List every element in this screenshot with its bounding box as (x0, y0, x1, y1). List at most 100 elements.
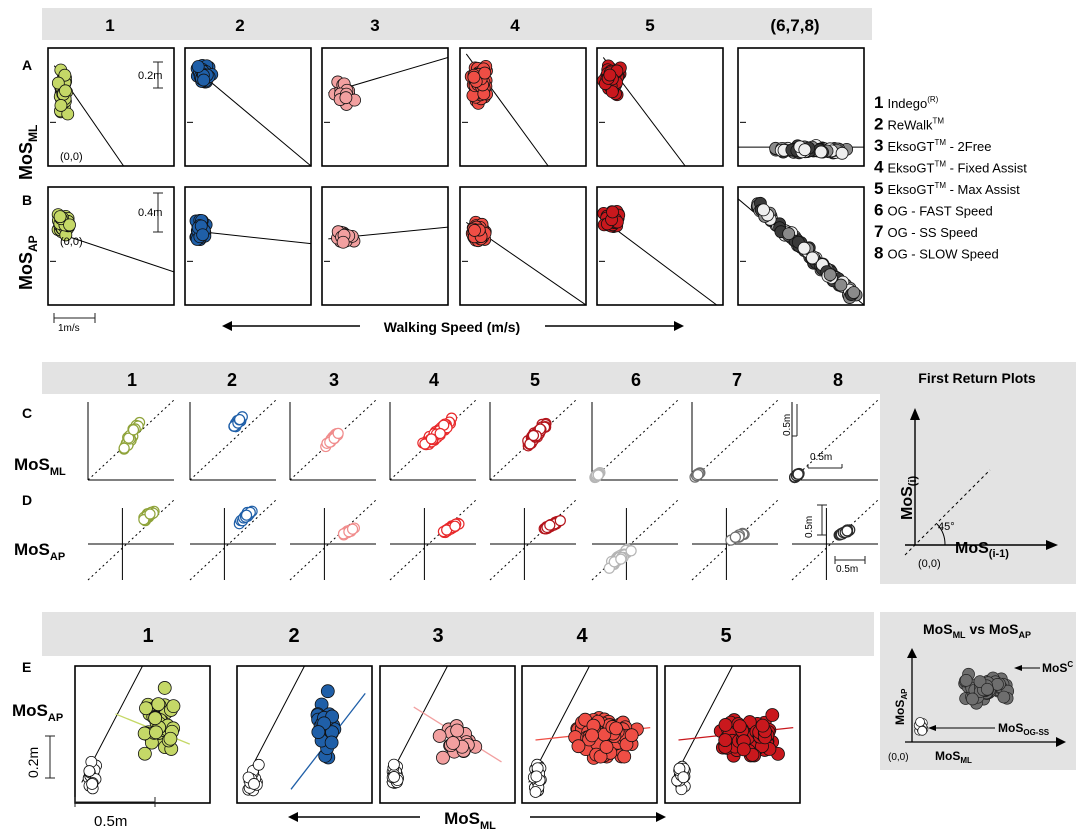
row-label-a: MoSML (16, 125, 40, 180)
inset-point-og (917, 725, 928, 736)
walking-speed-label: Walking Speed (m/s) (384, 319, 520, 335)
top-header-3: 3 (370, 16, 379, 35)
panel-b-3 (321, 186, 449, 306)
point-og (86, 778, 98, 790)
point (324, 735, 339, 750)
point (692, 469, 704, 481)
panel-d-5 (489, 499, 577, 581)
schematic-panel-bg (880, 362, 1076, 584)
mid-header-8: 8 (833, 370, 843, 390)
scale-bar-e: 0.2m 0.5m (25, 735, 156, 830)
panel-e-1 (74, 665, 211, 804)
point (118, 442, 130, 454)
point (797, 241, 811, 255)
panel-d-6 (591, 499, 679, 581)
point-og (388, 758, 400, 771)
point (544, 519, 556, 531)
panel-c-8 (788, 399, 879, 484)
mid-header-5: 5 (530, 370, 540, 390)
point (554, 515, 566, 527)
bot-header-5: 5 (720, 625, 731, 647)
point-og (529, 786, 542, 798)
point (240, 509, 253, 521)
panel-d-3 (289, 499, 377, 581)
inset-xlabel: MoSML (935, 749, 972, 765)
top-header-6: (6,7,8) (770, 16, 819, 35)
point (782, 227, 796, 241)
point (835, 146, 849, 160)
panel-b-1 (47, 186, 175, 306)
inset-ylabel: MoSAP (893, 688, 909, 725)
point (127, 424, 140, 436)
point (148, 711, 163, 726)
inset-origin: (0,0) (888, 752, 909, 763)
top-header-4: 4 (510, 16, 520, 35)
point (765, 708, 780, 722)
point (606, 205, 619, 219)
mid-header-2: 2 (227, 370, 237, 390)
point (450, 723, 465, 738)
point (718, 718, 733, 732)
point (624, 728, 639, 743)
point (599, 740, 614, 754)
bot-header-4: 4 (576, 625, 588, 647)
point (151, 697, 166, 712)
point (615, 553, 627, 565)
point (61, 107, 75, 121)
inset-point-c (980, 682, 994, 696)
panel-b-6 (737, 186, 865, 306)
mid-header-3: 3 (329, 370, 339, 390)
row-letter-b: B (22, 192, 32, 208)
point (732, 719, 747, 734)
point (736, 742, 751, 757)
point (53, 210, 67, 224)
panel-e-3 (379, 665, 516, 804)
panel-b-4 (459, 186, 587, 306)
point (729, 531, 741, 543)
panel-c-7 (689, 399, 779, 483)
point (54, 99, 68, 112)
inset-mos-c-label: MoSC (1042, 660, 1073, 675)
point (320, 684, 335, 699)
point-og (530, 770, 543, 783)
panel-c-4 (389, 399, 477, 481)
trend-line (603, 219, 717, 305)
point (123, 432, 135, 444)
point (346, 523, 359, 535)
panel-d-8 (791, 499, 879, 581)
point (234, 413, 246, 426)
point (847, 286, 861, 299)
panel-a-4 (459, 47, 587, 167)
point (805, 251, 819, 265)
point (592, 469, 604, 481)
mid-header-4: 4 (429, 370, 439, 390)
row-letter-c: C (22, 405, 32, 421)
point (432, 729, 447, 743)
point (157, 681, 172, 695)
inset-point-c (997, 690, 1011, 704)
panel-d-7 (691, 499, 779, 581)
row-letter-d: D (22, 492, 32, 508)
point (63, 218, 76, 232)
point (336, 235, 350, 249)
trend-line (54, 231, 174, 273)
svg-text:0.5m: 0.5m (782, 414, 793, 436)
bot-header-bar (42, 612, 874, 656)
row-label-c: MoSML (14, 455, 66, 478)
mos-ml-vs-ap-inset: MoSML vs MoSAP MoSAP MoSML (0,0) MoSC Mo… (888, 621, 1073, 765)
point (425, 433, 437, 445)
point-og (248, 778, 260, 790)
scale-bar-b: 0.4m (138, 192, 163, 233)
bot-header-3: 3 (432, 625, 443, 647)
point-og (388, 771, 400, 783)
panel-e-5 (664, 665, 801, 804)
point (792, 468, 804, 480)
top-header-2: 2 (235, 16, 244, 35)
svg-text:1m/s: 1m/s (58, 323, 80, 334)
inset-point-c (966, 692, 979, 706)
point (834, 278, 848, 292)
